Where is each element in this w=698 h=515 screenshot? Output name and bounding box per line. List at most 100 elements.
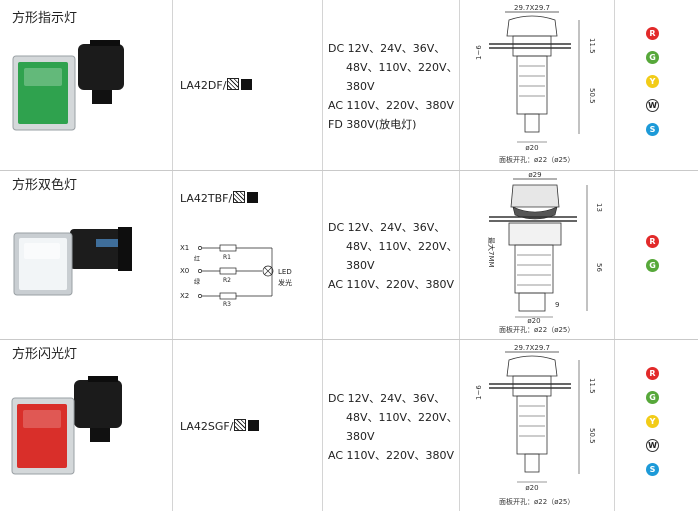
label-led: LED	[278, 268, 292, 276]
product-photo-cell: 方形指示灯	[0, 0, 173, 170]
model-cell: LA42SGF/	[172, 340, 323, 511]
dim-side: 13	[595, 203, 603, 212]
dim-base: ø20	[525, 484, 538, 492]
color-cell: R G Y W S	[614, 0, 698, 170]
product-photo	[12, 40, 124, 131]
dim-base: ø20	[527, 317, 540, 325]
product-photo-cell: 方形双色灯	[0, 171, 173, 339]
model-text: LA42SGF/	[180, 420, 234, 433]
terminal-x0: X0	[180, 267, 189, 275]
voltage-line: 48V、110V、220V、	[346, 240, 458, 253]
filled-square-icon	[241, 79, 253, 90]
dim-small: 9	[555, 301, 559, 309]
resistor-r3: R3	[223, 301, 231, 308]
color-options: R G Y W S	[646, 27, 659, 147]
blue-color-icon: S	[646, 123, 659, 136]
model-text: LA42DF/	[180, 79, 227, 92]
table-row: 方形双色灯 LA42TBF/ X1 X0 X2 红 绿	[0, 171, 698, 340]
voltage-cell: DC 12V、24V、36V、 48V、110V、220V、 380V AC 1…	[322, 340, 460, 511]
voltage-line: DC 12V、24V、36V、	[328, 221, 446, 234]
circuit-diagram: X1 X0 X2 红 绿 R1 R2 R3	[180, 244, 292, 308]
filled-square-icon	[247, 192, 259, 203]
product-photo-cell: 方形闪光灯	[0, 340, 173, 511]
color-cell: R G	[614, 171, 698, 339]
blue-color-icon: S	[646, 463, 659, 476]
dimension-drawing: ø29 13 56 最大7MM 9 ø20	[487, 171, 603, 325]
voltage-list: DC 12V、24V、36V、 48V、110V、220V、 380V AC 1…	[328, 39, 458, 134]
model-cell: LA42DF/	[172, 0, 323, 170]
resistor-r2: R2	[223, 277, 231, 284]
voltage-line: AC 110V、220V、380V	[328, 278, 455, 291]
white-color-icon: W	[646, 439, 659, 452]
voltage-list: DC 12V、24V、36V、 48V、110V、220V、 380V AC 1…	[328, 218, 458, 294]
white-color-icon: W	[646, 99, 659, 112]
filled-square-icon	[248, 420, 260, 431]
voltage-cell: DC 12V、24V、36V、 48V、110V、220V、 380V AC 1…	[322, 171, 460, 339]
label-green: 绿	[194, 278, 200, 286]
dim-panel: 1~6	[475, 385, 483, 400]
color-options: R G	[646, 235, 659, 283]
dimension-drawing: 29.7X29.7 11.5 50.5 1~6 ø20	[475, 4, 596, 152]
hatched-square-icon	[227, 78, 240, 90]
label-glow: 发光	[278, 278, 292, 287]
terminal-x2: X2	[180, 292, 189, 300]
voltage-line: AC 110V、220V、380V	[328, 99, 455, 112]
yellow-color-icon: Y	[646, 415, 659, 428]
voltage-list: DC 12V、24V、36V、 48V、110V、220V、 380V AC 1…	[328, 389, 458, 465]
dim-height: 50.5	[588, 428, 596, 444]
color-options: R G Y W S	[646, 367, 659, 487]
green-color-icon: G	[646, 51, 659, 64]
hatched-square-icon	[234, 419, 247, 431]
panel-hole-caption: 面板开孔：ø22（ø25）	[499, 498, 575, 506]
dimension-cell: ø29 13 56 最大7MM 9 ø20 面板开孔：ø22	[459, 171, 615, 339]
dim-top: ø29	[528, 171, 541, 179]
dim-height: 50.5	[588, 88, 596, 104]
voltage-line: 48V、110V、220V、	[346, 61, 458, 74]
voltage-cell: DC 12V、24V、36V、 48V、110V、220V、 380V AC 1…	[322, 0, 460, 170]
product-title: 方形指示灯	[12, 11, 78, 26]
dim-side: 11.5	[588, 378, 596, 394]
voltage-line: 380V	[346, 259, 375, 272]
dimension-cell: 29.7X29.7 11.5 50.5 1~6 ø20 面板开孔：ø22（ø25…	[459, 0, 615, 170]
red-color-icon: R	[646, 367, 659, 380]
voltage-line: 380V	[346, 430, 375, 443]
table-row: 方形指示灯 LA42DF/ DC 12V、24V、36V、 48V、110V、2…	[0, 0, 698, 171]
voltage-line: DC 12V、24V、36V、	[328, 392, 446, 405]
voltage-line: 48V、110V、220V、	[346, 411, 458, 424]
yellow-color-icon: Y	[646, 75, 659, 88]
voltage-line: 380V	[346, 80, 375, 93]
model-number: LA42DF/	[180, 78, 253, 92]
dimension-drawing: 29.7X29.7 11.5 50.5 1~6 ø20	[475, 344, 596, 492]
dim-base: ø20	[525, 144, 538, 152]
product-photo	[13, 227, 132, 296]
dim-top: 29.7X29.7	[514, 344, 550, 352]
red-color-icon: R	[646, 235, 659, 248]
green-color-icon: G	[646, 391, 659, 404]
dim-panel: 最大7MM	[487, 237, 496, 268]
voltage-line: DC 12V、24V、36V、	[328, 42, 446, 55]
model-number: LA42SGF/	[180, 419, 260, 433]
panel-hole-caption: 面板开孔：ø22（ø25）	[499, 326, 575, 334]
red-color-icon: R	[646, 27, 659, 40]
terminal-x1: X1	[180, 244, 189, 252]
led-lamp-icon	[262, 265, 274, 277]
panel-hole-caption: 面板开孔：ø22（ø25）	[499, 156, 575, 164]
hatched-square-icon	[233, 191, 246, 203]
model-text: LA42TBF/	[180, 192, 233, 205]
product-title: 方形闪光灯	[12, 347, 78, 362]
table-row: 方形闪光灯 LA42SGF/ DC 12V、24V、36V、 48V、110V、…	[0, 340, 698, 511]
dimension-cell: 29.7X29.7 11.5 50.5 1~6 ø20 面板开孔：ø22（ø25…	[459, 340, 615, 511]
voltage-line: AC 110V、220V、380V	[328, 449, 455, 462]
model-cell: LA42TBF/ X1 X0 X2 红 绿 R1 R2	[172, 171, 323, 339]
label-red: 红	[194, 255, 200, 263]
resistor-r1: R1	[223, 254, 231, 261]
product-title: 方形双色灯	[12, 178, 78, 193]
voltage-line: FD 380V(放电灯)	[328, 118, 417, 131]
color-cell: R G Y W S	[614, 340, 698, 511]
dim-side: 11.5	[588, 38, 596, 54]
dim-panel: 1~6	[475, 45, 483, 60]
model-number: LA42TBF/	[180, 191, 259, 205]
green-color-icon: G	[646, 259, 659, 272]
dim-height: 56	[595, 263, 603, 272]
